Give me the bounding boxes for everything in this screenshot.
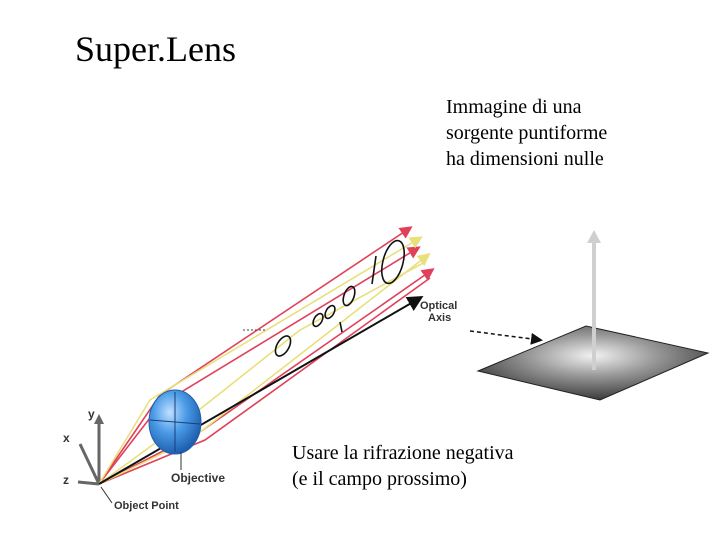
lens-element-4 — [342, 285, 356, 307]
axis-y-label: y — [88, 407, 95, 421]
point-image-spike-arrowhead — [587, 230, 601, 243]
lens-tick-small — [339, 321, 343, 333]
lens-element-1 — [274, 335, 292, 357]
objective-label: Objective — [171, 471, 225, 485]
red-ray-1 — [98, 226, 413, 485]
objective-lens — [148, 389, 202, 455]
axis-x-label: x — [63, 431, 70, 445]
optical-axis-line — [98, 295, 424, 485]
image-description-note: Immagine di una sorgente puntiforme ha d… — [446, 94, 696, 172]
slide-title: Super.Lens — [75, 29, 236, 69]
axis-y-arrowhead — [94, 414, 104, 424]
lens-element-2 — [312, 312, 324, 328]
axis-z-line — [77, 480, 100, 486]
lens-element-3 — [324, 304, 336, 320]
note-top-line-3: ha dimensioni nulle — [446, 148, 604, 170]
note-top-line-2: sorgente puntiforme — [446, 122, 608, 144]
yellow-ray-1 — [98, 236, 423, 485]
optical-axis-label-line-1: Optical — [420, 300, 457, 312]
lens-element-5 — [380, 239, 406, 285]
yellow-ray-3 — [98, 261, 426, 485]
image-plane-tick — [371, 255, 377, 285]
object-point-leader-line — [100, 486, 113, 504]
note-bottom-line-1: Usare la rifrazione negativa — [292, 442, 514, 464]
coordinate-axes: x y z — [63, 407, 104, 487]
image-pointer-arrow — [469, 330, 543, 345]
note-bottom-line-2: (e il campo prossimo) — [292, 468, 467, 490]
optical-axis-label-line-2: Axis — [428, 312, 451, 324]
object-point-label: Object Point — [114, 500, 179, 512]
axis-z-label: z — [63, 473, 69, 487]
red-ray-4 — [98, 277, 431, 485]
note-top-line-1: Immagine di una — [446, 96, 582, 118]
negative-refraction-note: Usare la rifrazione negativa (e il campo… — [292, 440, 592, 492]
intermediate-lenses — [274, 239, 406, 357]
image-plane-diagram — [476, 230, 710, 401]
axis-x-line — [78, 443, 101, 485]
